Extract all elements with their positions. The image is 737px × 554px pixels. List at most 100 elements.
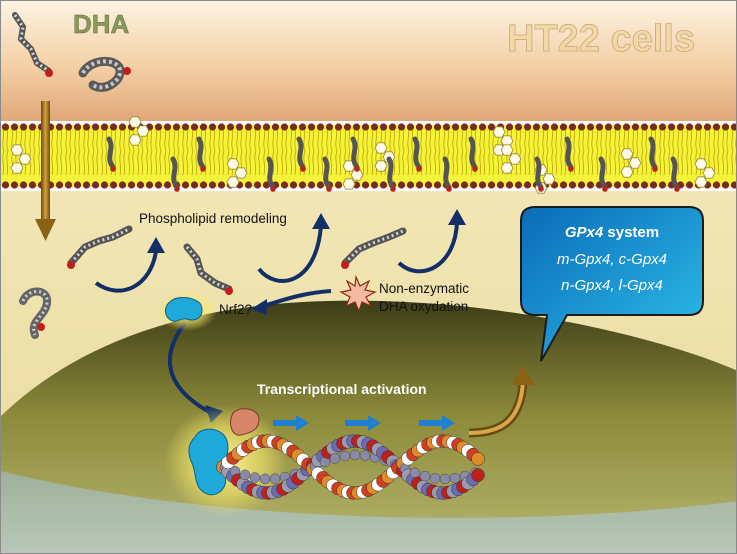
phospholipid-head xyxy=(487,123,496,131)
phospholipid-head xyxy=(244,123,253,131)
phospholipid-head xyxy=(280,181,289,189)
phospholipid-head xyxy=(514,181,523,189)
progress-arrow-1 xyxy=(273,415,309,431)
phospholipid-head xyxy=(406,181,415,189)
dha-chain xyxy=(196,136,206,170)
cholesterol-ring xyxy=(128,116,142,128)
dna-base xyxy=(439,473,451,485)
phospholipid-head xyxy=(163,123,172,131)
title: HT22 cells xyxy=(507,18,695,60)
phospholipid-head xyxy=(271,123,280,131)
dha-chain xyxy=(670,156,680,190)
dha-chain xyxy=(468,136,478,170)
phospholipid-head xyxy=(622,123,631,131)
gene-expression-arrow xyxy=(468,365,535,438)
dha-head xyxy=(300,166,306,172)
phospholipid-head xyxy=(1,181,10,189)
phospholipid-head xyxy=(613,181,622,189)
dha-chain xyxy=(170,156,180,190)
cholesterol-ring xyxy=(342,178,356,190)
gpx4-callout-line2: n-Gpx4, l-Gpx4 xyxy=(561,277,663,294)
phospholipid-head xyxy=(55,181,64,189)
phospholipid-head xyxy=(379,181,388,189)
phospholipid-head xyxy=(172,123,181,131)
dha-molecule-extracellular-1 xyxy=(12,12,53,77)
dna-double-helix xyxy=(216,434,485,500)
phospholipid-head xyxy=(631,123,640,131)
phospholipid-remodeling-label: Phospholipid remodeling xyxy=(139,211,287,226)
phospholipid-head xyxy=(298,181,307,189)
phospholipid-head xyxy=(721,181,730,189)
dna-atom xyxy=(471,468,485,482)
phospholipid-head xyxy=(352,123,361,131)
gpx4-title-italic: GPx4 xyxy=(565,224,604,241)
cholesterol-ring xyxy=(628,157,642,169)
nucleus-lower-shading xyxy=(1,471,736,553)
cholesterol-ring xyxy=(136,125,150,137)
dha-uptake-arrow xyxy=(35,101,56,241)
phospholipid-head xyxy=(595,123,604,131)
cholesterol-ring xyxy=(128,134,142,146)
phospholipid-head xyxy=(343,123,352,131)
phospholipid-head xyxy=(253,123,262,131)
nrf2-label: Nrf2? xyxy=(219,302,252,317)
phospholipid-head xyxy=(532,123,541,131)
non-enzymatic-label-line2: DHA oxydation xyxy=(379,299,468,314)
dha-molecule-cytoplasm-1 xyxy=(67,225,133,269)
phospholipid-head xyxy=(586,181,595,189)
phospholipid-head xyxy=(208,123,217,131)
phospholipid-head xyxy=(478,123,487,131)
phospholipid-heads-outer xyxy=(1,123,736,131)
phospholipid-head xyxy=(523,123,532,131)
phospholipid-head xyxy=(28,123,37,131)
nrf2-translocation-arrow xyxy=(167,321,212,415)
phospholipid-head xyxy=(91,181,100,189)
phospholipid-head xyxy=(469,123,478,131)
dha-head xyxy=(110,166,116,172)
phospholipid-head xyxy=(316,181,325,189)
cholesterol-ring xyxy=(10,162,24,174)
phospholipid-head xyxy=(379,123,388,131)
phospholipid-head xyxy=(694,123,703,131)
phospholipid-head xyxy=(154,123,163,131)
dna-base xyxy=(269,473,281,484)
phospholipid-head xyxy=(424,181,433,189)
phospholipid-head xyxy=(460,123,469,131)
dha-chain xyxy=(386,156,396,190)
oxidation-to-nrf2-arrow xyxy=(262,289,332,308)
phospholipid-head xyxy=(523,181,532,189)
phospholipid-head xyxy=(289,123,298,131)
phospholipid-head xyxy=(487,181,496,189)
phospholipid-head xyxy=(424,123,433,131)
phospholipid-head xyxy=(64,181,73,189)
phospholipid-head xyxy=(307,123,316,131)
dna-base xyxy=(409,467,421,478)
phospholipid-head xyxy=(73,123,82,131)
phospholipid-head xyxy=(154,181,163,189)
cholesterol-ring xyxy=(492,144,506,156)
cholesterol-ring xyxy=(694,158,708,170)
phospholipid-head xyxy=(199,181,208,189)
phospholipid-head xyxy=(721,123,730,131)
dha-head xyxy=(472,166,478,172)
dna-atom xyxy=(471,452,485,466)
phospholipid-head xyxy=(100,123,109,131)
phospholipid-head xyxy=(82,181,91,189)
phospholipid-head xyxy=(397,123,406,131)
gpx4-callout: GPx4 system m-Gpx4, c-Gpx4 n-Gpx4, l-Gpx… xyxy=(520,206,704,362)
phospholipid-head xyxy=(370,123,379,131)
dna-base xyxy=(449,473,461,484)
phospholipid-head xyxy=(307,181,316,189)
phospholipid-head xyxy=(433,181,442,189)
gpx4-callout-line1: m-Gpx4, c-Gpx4 xyxy=(557,251,667,268)
phospholipid-head xyxy=(496,181,505,189)
dha-in-membrane xyxy=(106,136,680,192)
dha-head xyxy=(174,186,180,192)
phospholipid-head xyxy=(19,123,28,131)
phospholipid-head xyxy=(640,123,649,131)
phospholipid-head xyxy=(118,123,127,131)
cholesterol-ring xyxy=(500,162,514,174)
dha-molecule-cytoplasm-3 xyxy=(183,243,233,295)
cholesterol-ring xyxy=(226,158,240,170)
